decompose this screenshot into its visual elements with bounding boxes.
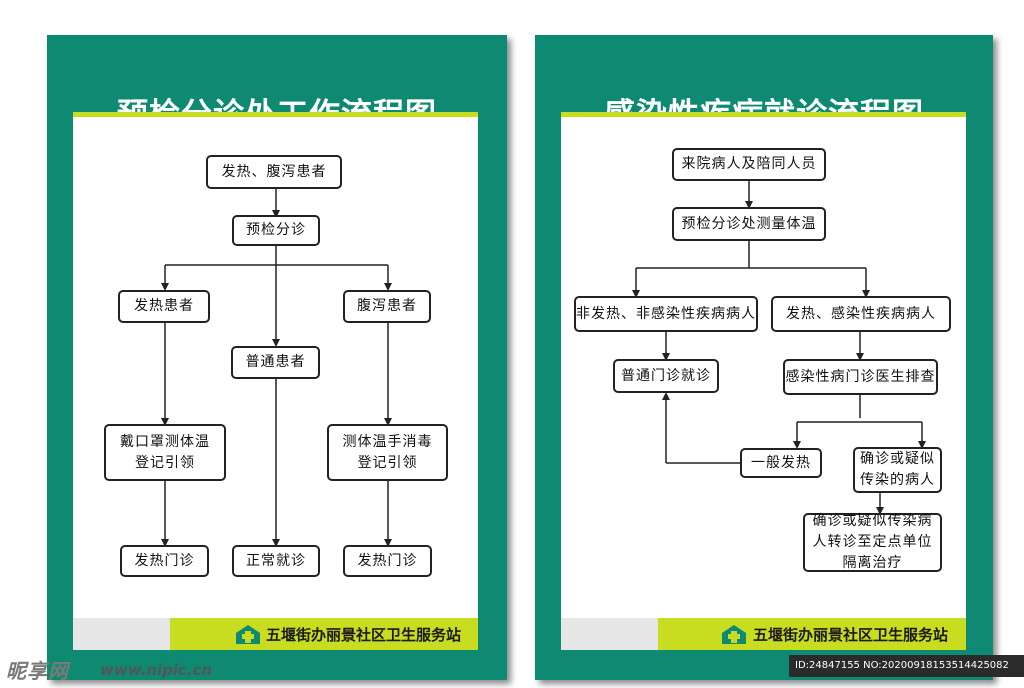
node-regular-patients: 普通患者 — [231, 346, 320, 379]
node-fever-diarrhea-patients: 发热、腹泻患者 — [206, 155, 342, 189]
node-infectious-clinic-screening: 感染性病门诊医生排查 — [783, 359, 938, 395]
right-footer-text: 五堰街办丽景社区卫生服务站 — [753, 626, 949, 644]
node-normal-visit: 正常就诊 — [232, 545, 320, 577]
node-pre-triage: 预检分诊 — [232, 215, 320, 246]
image-id-bar: ID:24847155 NO:20200918153514425082 — [789, 655, 1024, 677]
left-footer-gray — [73, 618, 170, 650]
node-ordinary-fever: 一般发热 — [740, 448, 822, 478]
node-visiting-patients-companions: 来院病人及陪同人员 — [672, 148, 826, 181]
left-footer-text: 五堰街办丽景社区卫生服务站 — [266, 626, 462, 644]
node-mask-temperature-register: 戴口罩测体温 登记引领 — [104, 424, 226, 481]
node-fever-clinic-right: 发热门诊 — [343, 545, 432, 577]
node-diarrhea-patients: 腹泻患者 — [343, 290, 431, 323]
node-temperature-sanitize-register: 测体温手消毒 登记引领 — [327, 424, 448, 481]
node-transfer-isolation: 确诊或疑似传染病 人转诊至定点单位 隔离治疗 — [803, 513, 942, 572]
node-fever-patients: 发热患者 — [118, 290, 210, 323]
left-footer-band — [170, 618, 478, 650]
node-triage-temperature: 预检分诊处测量体温 — [672, 207, 826, 241]
right-footer-band — [658, 618, 966, 650]
watermark-logo: 昵享网 — [6, 659, 69, 683]
watermark-url: www.nipic.cn — [100, 661, 213, 679]
node-confirmed-suspected: 确诊或疑似 传染的病人 — [853, 447, 942, 493]
node-general-outpatient: 普通门诊就诊 — [613, 359, 719, 393]
node-fever-infectious-patients: 发热、感染性疾病病人 — [771, 296, 951, 332]
clinic-logo-icon — [722, 625, 746, 644]
node-fever-clinic-left: 发热门诊 — [120, 545, 209, 577]
clinic-logo-icon — [236, 625, 260, 644]
node-non-fever-patients: 非发热、非感染性疾病病人 — [574, 296, 758, 332]
right-footer-gray — [561, 618, 658, 650]
